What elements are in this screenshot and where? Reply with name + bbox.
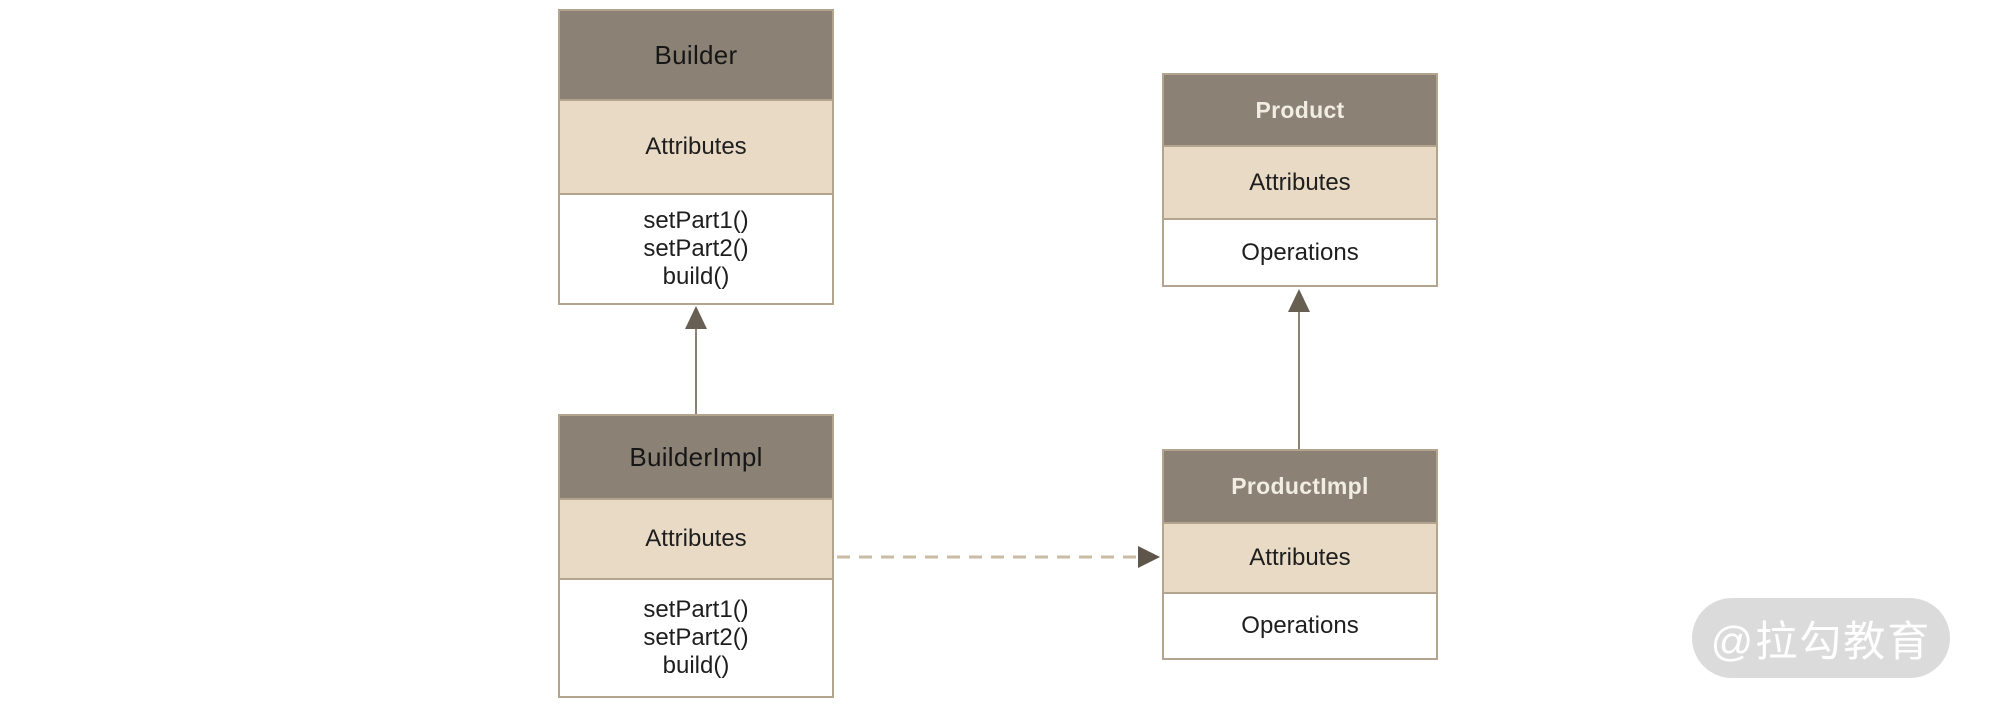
class-box-product: Product Attributes Operations [1162,73,1438,287]
operation-item: setPart1() [643,207,749,234]
operation-item: build() [662,652,730,679]
watermark-badge: @拉勾教育 [1692,598,1950,678]
class-box-builderimpl: BuilderImpl Attributes setPart1() setPar… [558,414,834,698]
class-title-builder: Builder [560,11,832,99]
operations-label: Operations [1241,612,1359,639]
watermark-text: @拉勾教育 [1710,617,1932,665]
dependency-arrowhead-productimpl [1138,546,1160,568]
class-attributes-productimpl: Attributes [1164,522,1436,594]
class-title-productimpl: ProductImpl [1164,451,1436,522]
operation-item: setPart1() [643,596,749,623]
class-title-builderimpl: BuilderImpl [560,416,832,498]
inheritance-arrowhead-product [1288,289,1310,312]
class-box-productimpl: ProductImpl Attributes Operations [1162,449,1438,660]
inheritance-arrowhead-builder [685,306,707,329]
class-operations-productimpl: Operations [1164,594,1436,658]
class-attributes-product: Attributes [1164,145,1436,220]
class-box-builder: Builder Attributes setPart1() setPart2()… [558,9,834,305]
operation-item: build() [662,263,730,290]
class-operations-product: Operations [1164,220,1436,285]
class-attributes-builder: Attributes [560,99,832,195]
class-title-product: Product [1164,75,1436,145]
operations-label: Operations [1241,238,1359,266]
class-operations-builder: setPart1() setPart2() build() [560,195,832,303]
operation-item: setPart2() [643,624,749,651]
operation-item: setPart2() [643,235,749,262]
class-attributes-builderimpl: Attributes [560,498,832,580]
class-operations-builderimpl: setPart1() setPart2() build() [560,580,832,696]
